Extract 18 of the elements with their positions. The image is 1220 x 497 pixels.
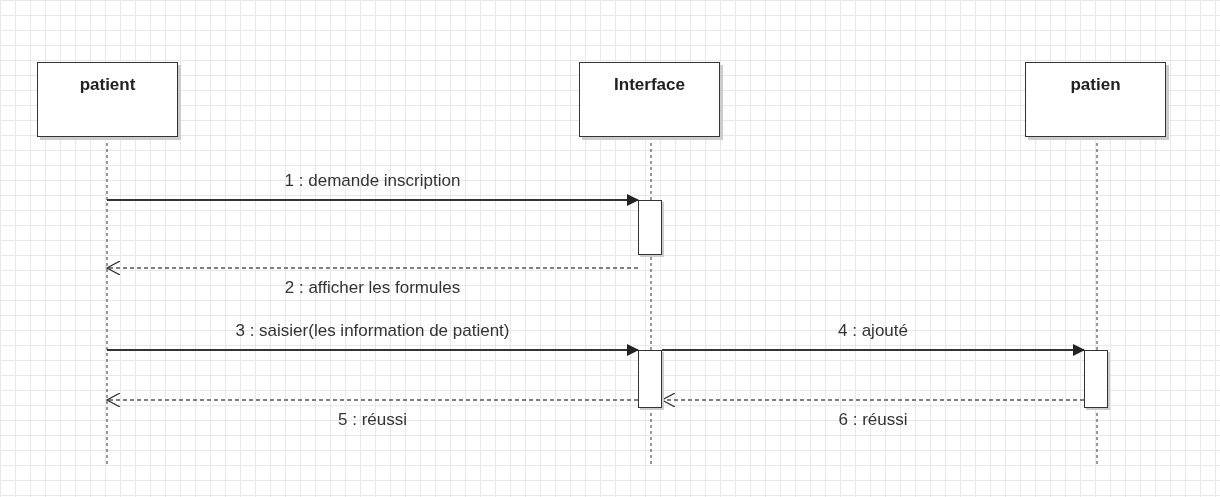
message-label: 6 : réussi bbox=[838, 410, 908, 430]
participant-box: patient bbox=[37, 62, 178, 137]
message-arrow bbox=[106, 260, 639, 276]
participant-box: patien bbox=[1025, 62, 1166, 137]
message-label: 5 : réussi bbox=[338, 410, 407, 430]
activation-bar bbox=[638, 350, 662, 408]
message-label: 2 : afficher les formules bbox=[284, 278, 461, 298]
activation-bar bbox=[638, 200, 662, 255]
message-label: 1 : demande inscription bbox=[284, 171, 461, 191]
activation-bar bbox=[1084, 350, 1108, 408]
message-arrow bbox=[106, 194, 639, 206]
message-label: 3 : saisier(les information de patient) bbox=[235, 321, 510, 341]
participant-box: Interface bbox=[579, 62, 720, 137]
message-arrow bbox=[661, 344, 1085, 356]
message-arrow bbox=[106, 392, 639, 408]
message-arrow bbox=[661, 392, 1085, 408]
message-label: 4 : ajouté bbox=[838, 321, 908, 341]
message-arrow bbox=[106, 344, 639, 356]
